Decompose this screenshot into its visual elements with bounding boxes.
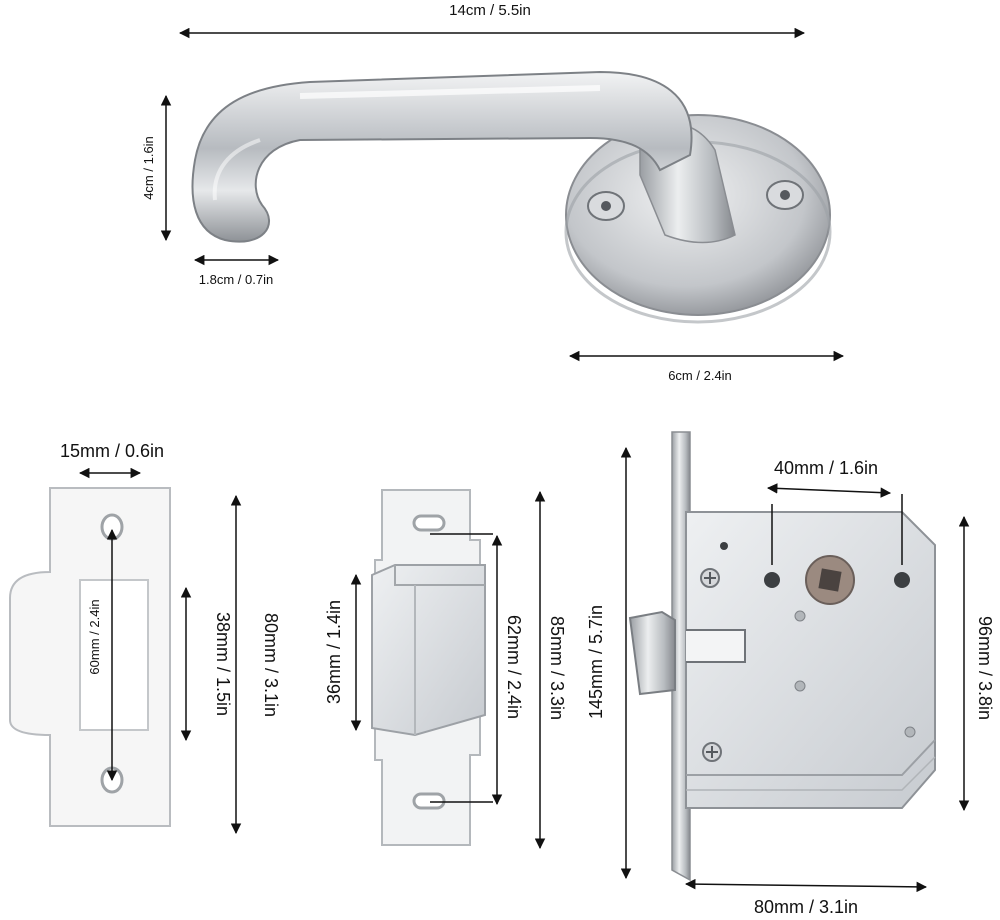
handle-width-dimension: 14cm / 5.5in [178,2,806,39]
lock-hole-right [894,572,910,588]
lock-spindle-offset-dimension: 40mm / 1.6in [766,458,903,565]
rosette-screw-right [766,180,804,210]
lock-screw-bottom [702,742,722,762]
strike-width-dimension: 15mm / 0.6in [60,441,164,479]
keeper-slot-top [412,514,446,532]
lock-body-height-dimension: 96mm / 3.8in [958,515,995,812]
keeper-hole-spacing-label: 62mm / 2.4in [504,615,524,719]
strike-opening-label: 38mm / 1.5in [213,612,233,716]
keeper-slot-bottom [412,792,446,810]
strike-hole-spacing-label: 60mm / 2.4in [87,599,102,674]
strike-length-label: 80mm / 3.1in [261,613,281,717]
keeper-length-dimension: 85mm / 3.3in [534,490,567,850]
handle-grip-dimension: 1.8cm / 0.7in [193,254,280,287]
lock-depth-label: 80mm / 3.1in [754,897,858,917]
lock-body [628,431,936,882]
lock-depth-dimension: 80mm / 3.1in [684,878,928,917]
strike-length-dimension: 80mm / 3.1in [230,494,281,835]
keeper-box-dimension: 36mm / 1.4in [324,573,362,732]
door-handle [191,70,832,324]
handle-rosette-dimension: 6cm / 2.4in [568,350,845,383]
strike-opening-dimension: 38mm / 1.5in [180,586,233,742]
lock-faceplate-label: 145mm / 5.7in [586,605,606,719]
keeper-box-label: 36mm / 1.4in [324,600,344,704]
keeper-hole-spacing-dimension: 62mm / 2.4in [491,534,524,806]
handle-width-label: 14cm / 5.5in [449,2,531,19]
keeper-length-label: 85mm / 3.3in [547,616,567,720]
lock-body-height-label: 96mm / 3.8in [975,616,995,720]
keeper-box [371,564,486,737]
lock-faceplate-dimension: 145mm / 5.7in [586,446,632,880]
lock-screw-top [700,568,720,588]
handle-rosette-label: 6cm / 2.4in [668,368,732,383]
spindle-hub [805,555,855,605]
keeper [371,489,493,846]
handle-height-label: 4cm / 1.6in [141,136,156,200]
lock-latch-bolt [628,610,676,696]
handle-height-dimension: 4cm / 1.6in [141,94,172,242]
strike-hole-spacing-dimension: 60mm / 2.4in [87,528,118,782]
lock-hole-left [764,572,780,588]
lock-spindle-offset-label: 40mm / 1.6in [774,458,878,478]
handle-grip-label: 1.8cm / 0.7in [199,272,273,287]
rosette-screw-left [587,191,625,221]
handle-lever [191,70,693,243]
strike-width-label: 15mm / 0.6in [60,441,164,461]
